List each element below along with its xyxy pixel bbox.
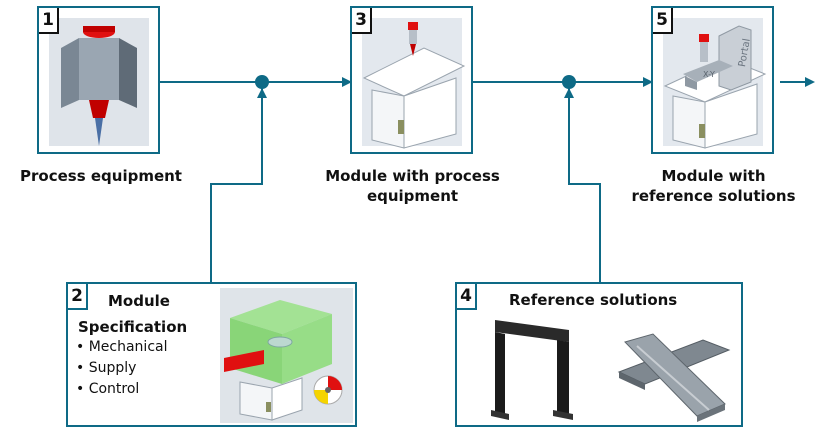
step-3-label-line2: equipment xyxy=(366,187,459,205)
module-specification-box: 2 Module Specification • Mechanical • Su… xyxy=(66,282,357,427)
module-with-process-equipment-image xyxy=(362,18,466,149)
arrowhead-up-junction-2 xyxy=(564,88,574,98)
xy-text: X-Y xyxy=(703,70,715,79)
step-5-number: 5 xyxy=(653,8,673,34)
arrowhead-up-junction-1 xyxy=(257,88,267,98)
step-3-label: Module with process equipment xyxy=(300,166,525,206)
step-3-label-line1: Module with process xyxy=(325,167,500,185)
arrowhead-into-5 xyxy=(643,77,653,87)
step-1-number: 1 xyxy=(39,8,59,34)
reference-solutions-box: 4 Reference solutions xyxy=(455,282,743,427)
spec-bullet-list: • Mechanical • Supply • Control xyxy=(76,337,168,400)
junction-dot-1 xyxy=(255,75,269,89)
spec-title-line2: Specification xyxy=(78,318,188,336)
step-5-label: Module with reference solutions xyxy=(612,166,815,206)
process-equipment-image xyxy=(49,18,149,146)
connector-4-to-junction xyxy=(568,88,601,282)
connector-2-to-junction xyxy=(210,88,263,282)
step-3-image-frame: 3 xyxy=(350,6,473,154)
spec-box-number: 2 xyxy=(68,284,88,310)
spec-bullet-item: • Supply xyxy=(76,360,137,376)
spec-title-line1: Module xyxy=(108,292,170,310)
step-5-label-line2: reference solutions xyxy=(631,187,796,205)
ref-box-title: Reference solutions xyxy=(509,291,678,309)
module-specification-image xyxy=(220,288,353,423)
step-5-label-line1: Module with xyxy=(661,167,766,185)
reference-solutions-image xyxy=(491,320,731,422)
step-1-image-frame: 1 xyxy=(37,6,160,154)
spec-bullet-item: • Mechanical xyxy=(76,339,168,355)
spec-bullet-item: • Control xyxy=(76,381,140,397)
module-with-reference-solutions-image xyxy=(663,18,767,149)
step-3-number: 3 xyxy=(352,8,372,34)
arrowhead-into-3 xyxy=(342,77,352,87)
arrowhead-out-5 xyxy=(805,77,815,87)
junction-dot-2 xyxy=(562,75,576,89)
step-1-label: Process equipment xyxy=(20,167,182,185)
ref-box-number: 4 xyxy=(457,284,477,310)
step-5-image-frame: 5 Portal X-Y xyxy=(651,6,774,154)
